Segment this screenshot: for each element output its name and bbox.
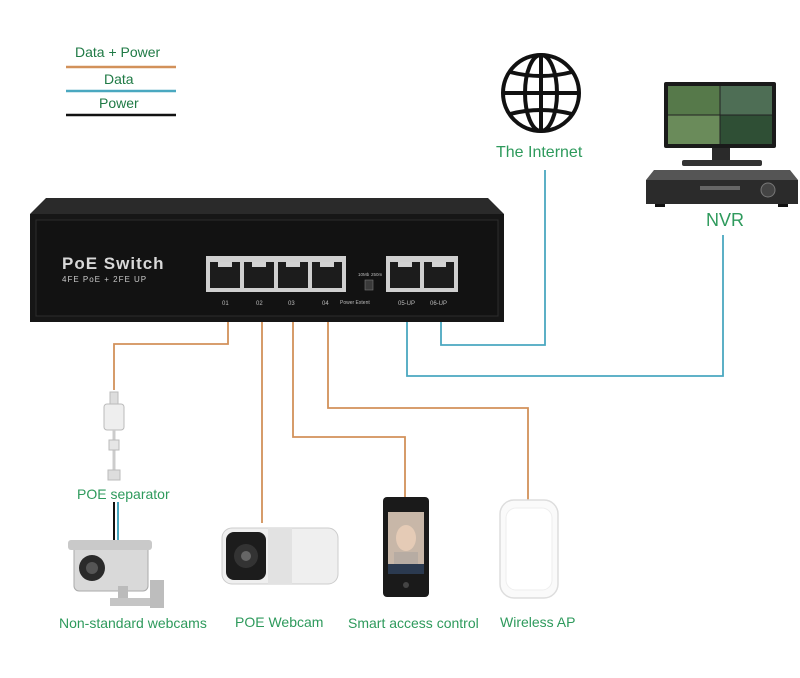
legend-data-label: Data: [104, 71, 134, 87]
port-label-02: 02: [256, 301, 263, 307]
monitor-icon: [664, 82, 776, 166]
power-extent-label: Power Extent: [340, 300, 370, 306]
port-label-06: 06-UP: [430, 301, 447, 307]
poe-webcam-label: POE Webcam: [235, 614, 324, 630]
access-control-icon: [383, 497, 429, 597]
port-label-03: 03: [288, 301, 295, 307]
non-standard-webcam-icon: [68, 540, 164, 608]
line-port5-nvr: [406, 235, 724, 377]
port-label-04: 04: [322, 301, 329, 307]
connection-lines: [113, 170, 724, 523]
poe-switch: [30, 198, 504, 322]
wireless-ap-label: Wireless AP: [500, 614, 576, 630]
poe-separator-label: POE separator: [77, 486, 170, 502]
nvr-label: NVR: [706, 210, 745, 230]
line-port3-access: [292, 300, 406, 497]
line-port4-ap: [327, 300, 529, 500]
non-standard-webcams-label: Non-standard webcams: [59, 615, 207, 631]
poe-separator-device: [103, 391, 125, 540]
toggle-label-2: 250m: [371, 272, 383, 277]
port-label-01: 01: [222, 301, 229, 307]
nvr-device: [646, 170, 798, 207]
poe-webcam-icon: [221, 527, 339, 585]
internet-label: The Internet: [496, 144, 583, 161]
legend-data-power-label: Data + Power: [75, 44, 161, 60]
line-port6-internet: [440, 170, 546, 346]
wireless-ap-icon: [499, 499, 559, 599]
switch-title: PoE Switch: [62, 254, 165, 273]
poe-switch-labels: PoE Switch 4FE PoE + 2FE UP: [30, 198, 500, 322]
legend-power-label: Power: [99, 95, 139, 111]
toggle-label-1: 10Mb: [358, 272, 370, 277]
switch-subtitle: 4FE PoE + 2FE UP: [62, 275, 148, 284]
port-label-05: 05-UP: [398, 301, 415, 307]
globe-icon: [501, 53, 581, 133]
access-control-label: Smart access control: [348, 615, 479, 631]
